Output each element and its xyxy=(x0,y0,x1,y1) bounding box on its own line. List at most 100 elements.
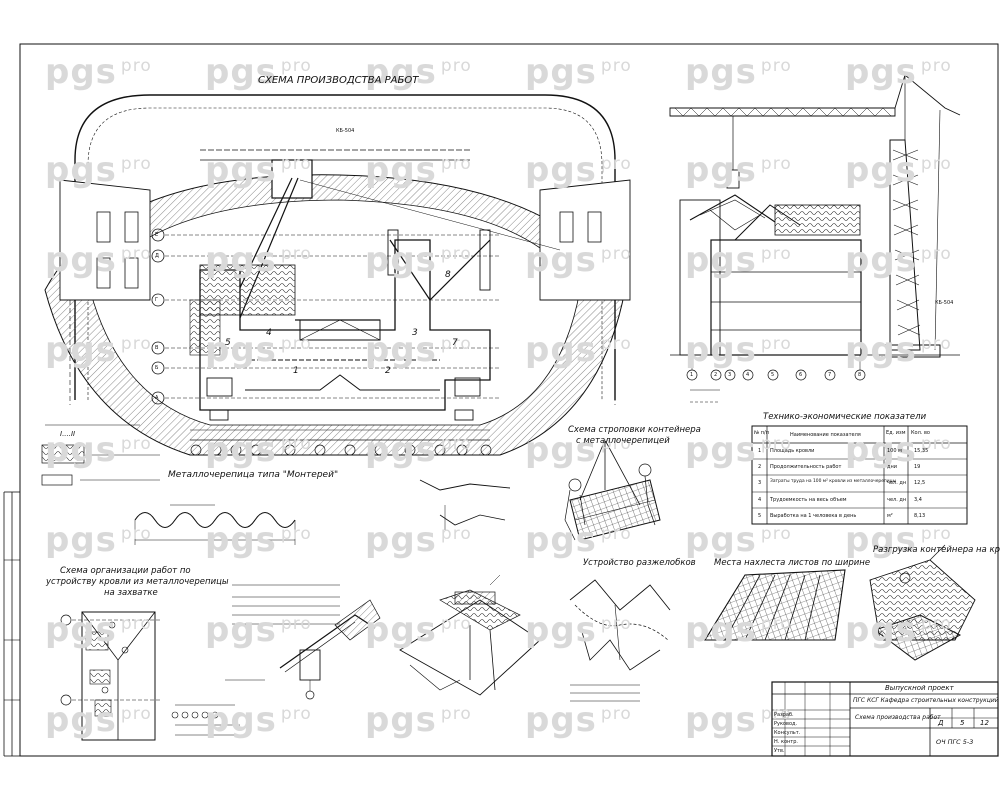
scheme-works-title: СХЕМА ПРОИЗВОДСТВА РАБОТ xyxy=(258,75,419,86)
org-scheme-title-2: устройству кровли из металлочерепицы xyxy=(46,577,229,587)
zone-2-label: 2 xyxy=(385,366,391,376)
org-scheme-title-1: Схема организации работ по xyxy=(60,566,191,576)
tep-cell: 5 xyxy=(758,513,762,519)
tep-cell: 15,35 xyxy=(914,448,929,454)
tep-cell: 8,13 xyxy=(914,513,926,519)
title-block-company: Выпускной проект xyxy=(885,684,954,692)
valleys-scheme xyxy=(569,579,671,702)
tep-cell: 19 xyxy=(914,464,921,470)
title-block-role: Консульт. xyxy=(774,730,801,736)
tep-title: Технико-экономические показатели xyxy=(763,412,927,422)
crane-label-plan: КБ-504 xyxy=(336,128,355,134)
axis-v: В xyxy=(155,345,159,351)
metal-tile-title: Металлочерепица типа "Монтерей" xyxy=(168,470,339,480)
zone-3-label: 3 xyxy=(412,328,418,338)
tep-cell: Трудоемкость на весь объем xyxy=(770,497,847,503)
tep-cell: Затраты труда на 100 м² кровли из металл… xyxy=(770,479,897,484)
title-block-grid xyxy=(771,681,999,757)
zone-4-label: 4 xyxy=(266,328,272,338)
title-block-stage: Д xyxy=(938,719,944,727)
axis-e: Е xyxy=(155,232,159,238)
title-block-role: Утв. xyxy=(774,748,785,754)
tep-cell: 3,4 xyxy=(914,497,922,503)
tep-cell: 100 м xyxy=(887,448,902,454)
tep-table-grid xyxy=(751,425,968,525)
tep-cell: Продолжительность работ xyxy=(770,464,842,470)
zone-8-label: 8 xyxy=(445,270,451,280)
elev-axis-3: 3 xyxy=(728,372,732,378)
title-block-sheet: 5 xyxy=(960,719,965,727)
title-block-role: Разраб. xyxy=(774,712,794,718)
axis-b: Б xyxy=(155,365,159,371)
ridge-detail xyxy=(399,574,541,696)
elevation-crane xyxy=(669,74,961,403)
elev-axis-5: 5 xyxy=(771,372,775,378)
tep-cell: дни xyxy=(887,464,897,470)
tep-header-qty: Кол. во xyxy=(911,430,930,436)
sling-scheme xyxy=(564,439,661,541)
tep-cell: м² xyxy=(887,513,893,519)
tep-cell: 12,5 xyxy=(914,480,926,486)
tep-header-name: Наименование показателя xyxy=(790,432,861,438)
unloading-title: Разгрузка контейнера на крыше xyxy=(873,545,1000,555)
title-block-sheet-title: Схема производства работ xyxy=(855,714,941,721)
tep-header-num: № п/п xyxy=(754,430,770,436)
valleys-title: Устройство разжелобков xyxy=(583,558,696,568)
zone-7-label: 7 xyxy=(452,338,458,348)
tep-cell: Выработка на 1 человека в день xyxy=(770,513,857,519)
sheet-frame xyxy=(3,43,999,757)
sling-title-1: Схема строповки контейнера xyxy=(568,425,701,435)
elev-axis-2: 2 xyxy=(714,372,718,378)
axis-g: Г xyxy=(155,297,159,303)
title-block-project: ПГС КСГ Кафедра строительных конструкций xyxy=(853,697,999,704)
tep-header-unit: Ед. изм xyxy=(886,430,906,436)
org-scheme-title-3: на захватке xyxy=(104,588,158,598)
plan-legend xyxy=(41,424,160,486)
elev-axis-8: 8 xyxy=(858,372,862,378)
title-block-group: ОЧ ПГС 5-3 xyxy=(936,738,974,746)
sling-title-2: с металлочерепицей xyxy=(576,436,670,446)
tep-cell: 4 xyxy=(758,497,762,503)
title-block-role: Н. контр. xyxy=(774,739,798,745)
title-block-role: Руковод. xyxy=(774,721,798,727)
tep-cell: 1 xyxy=(758,448,762,454)
